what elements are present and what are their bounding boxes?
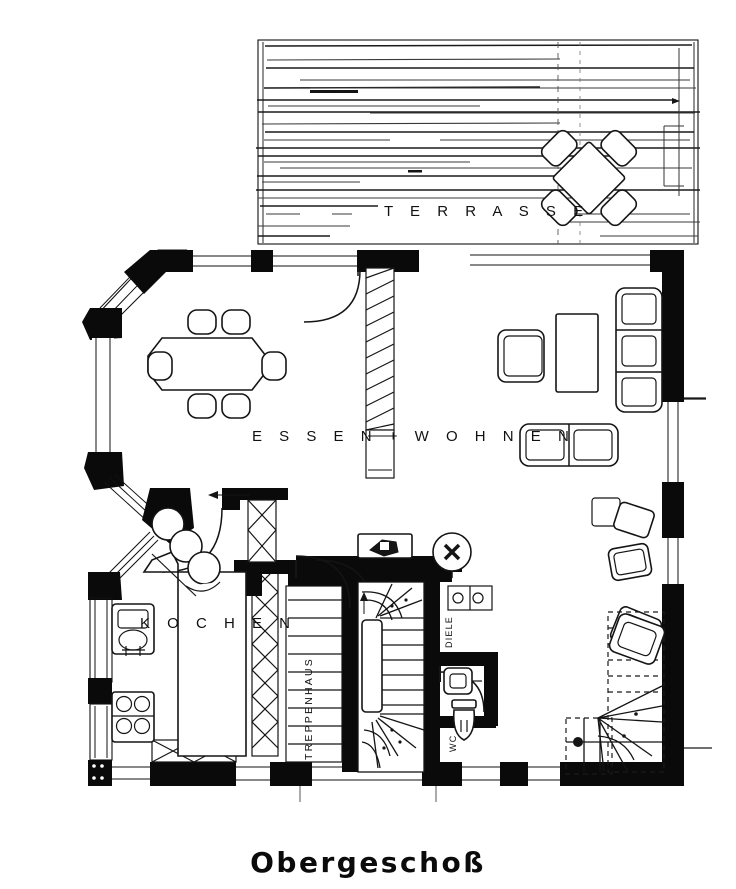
stairwell-label: TREPPENHAUS [303,657,315,760]
desk-object [369,539,399,557]
dining-chair-e [261,351,287,381]
plan-title: Obergeschoß [250,846,486,879]
bay-window-vertical [92,338,114,452]
window-right-1 [665,402,681,482]
door-arc-terrace [303,269,361,323]
wall-top-pier-1 [251,250,273,272]
stair-newel [361,619,383,713]
wc-washbasin [443,667,482,695]
ceiling-light [432,532,472,578]
bay-pier-bottom-2 [88,572,122,600]
wall-bottom-pier-2 [270,762,312,786]
wall-right-pier [662,482,684,538]
terrace-chair-e [600,189,638,227]
wc-upper-fixtures [447,585,493,611]
window-bottom-1 [112,764,150,782]
stair2-winders [566,685,663,773]
window-bottom-2 [236,764,270,784]
stair-outline [357,581,425,773]
wall-wc-left [424,600,440,690]
window-top-2 [273,253,357,269]
dining-chair-s2 [221,393,251,419]
coffee-table [555,313,599,393]
hall-label: DIELE [444,616,454,648]
kitchen-cabinets [247,499,277,563]
door-arc-hall-left [295,555,351,609]
window-top-4 [554,253,650,267]
living-dining-label: E S S E N + W O H N E N [252,428,575,445]
kitchen-burner-3 [187,551,221,585]
wall-wc-right [484,652,498,726]
wc-toilet [451,699,477,741]
window-bottom-4 [462,764,500,784]
dining-chair-n2 [221,309,251,335]
terrace-chair-s [540,189,578,227]
bay-pier-upper [82,308,122,340]
chair-right-2 [607,542,653,582]
wall-right-upper [662,250,684,402]
terrace-chair-w [540,129,578,167]
stair-winders-top [361,583,424,621]
wall-bottom-pier-1 [150,762,236,786]
terrace-decking [256,44,700,237]
stair2-landing [565,717,613,775]
staircase-main: TREPPENHAUS [285,581,425,773]
wall-right-lower [662,584,684,780]
terrace-label: T E R R A S S E [384,203,590,220]
wall-bottom [88,739,684,802]
dining-chair-w [147,351,173,381]
terrace-area: T E R R A S S E [256,39,700,245]
dining-chair-n1 [187,309,217,335]
window-right-2 [665,538,681,584]
wall-bottom-corner-left [88,760,112,786]
kitchen-cooktop [111,691,155,743]
wall-bottom-pier-5 [560,762,684,786]
stair-lower-flight-lines [288,599,342,745]
wall-bottom-pier-4 [500,762,528,786]
terrace-table [552,141,626,215]
window-bottom-5 [528,764,560,784]
kitchen-label: K O C H E N [140,615,297,632]
wall-left-pier [88,678,112,704]
kitchen-sink [111,603,155,656]
wall-wc-mid [440,652,496,666]
terrace-chair-n [600,129,638,167]
wall-top-pier-2 [357,250,419,272]
dimension-arrow-kitchen [208,491,250,499]
terrace-outline [257,39,699,245]
staircase-secondary [565,611,666,775]
bay-pier-lower [84,452,124,490]
wall-hall-left-stub [296,556,310,578]
kitchen-burner-2 [169,529,203,563]
armchair-cushion [503,335,543,377]
wall-wc-left-lower [424,688,440,772]
wc-label: WC [448,735,458,752]
partition-hatched-upper [365,267,395,431]
kitchen-fixtures: K O C H E N [111,499,297,757]
partition-hatched-kitchen [251,565,279,757]
window-top-3 [470,253,554,267]
stair-direction-arrow [360,592,368,614]
wc-room: WC DIELE [443,585,493,752]
exterior-walls [82,249,712,802]
stair-winders-bottom [361,713,425,769]
hall-fixtures [357,532,472,578]
window-top-1 [193,253,251,269]
wall-kitchen-head [222,488,288,510]
dining-chair-s1 [187,393,217,419]
stair-treads-straight [382,629,424,706]
dining-set [147,309,287,419]
chair-right-1 [613,501,655,539]
wall-stair-right [342,560,358,772]
terrace-table-set [540,129,638,227]
kitchen-counter [142,550,247,757]
kitchen-burner-1 [151,507,185,541]
chair-on-stair2 [608,613,666,665]
bay-pier-top [124,250,192,294]
wall-left-lower [88,597,113,761]
living-furniture [497,287,663,467]
